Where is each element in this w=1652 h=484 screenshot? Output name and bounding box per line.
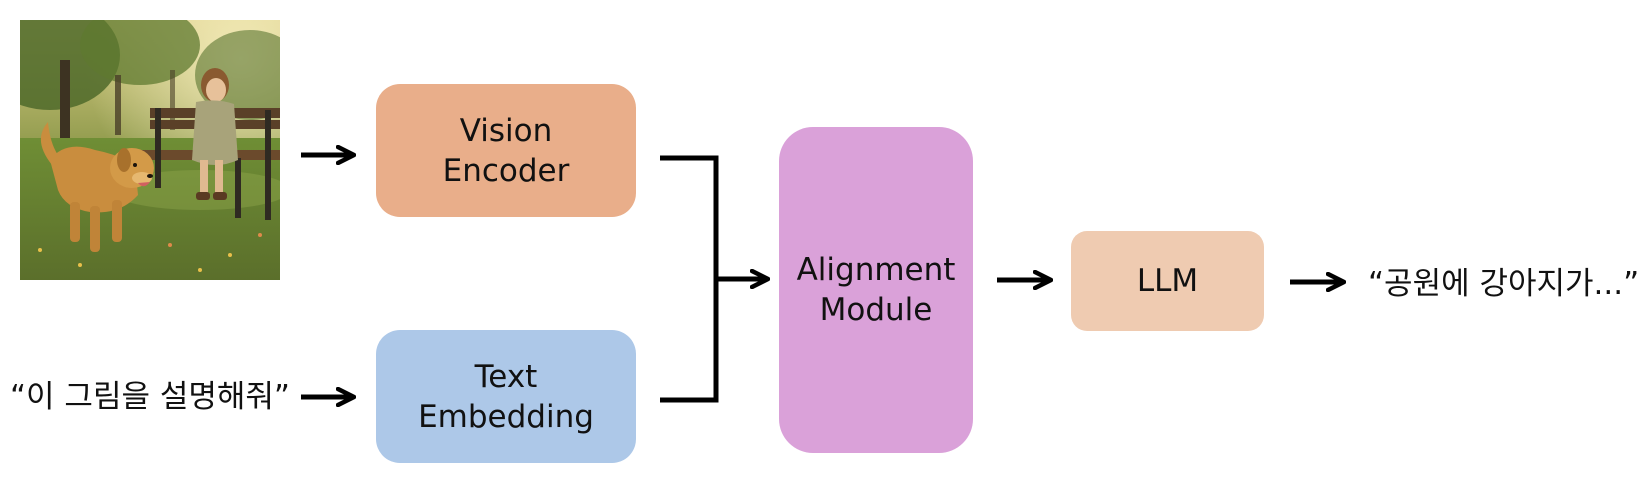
- output-response-text: “공원에 강아지가...”: [1368, 266, 1640, 302]
- merge-bracket: [660, 155, 719, 403]
- alignment-module-box: Alignment Module: [779, 127, 973, 453]
- llm-box: LLM: [1071, 231, 1264, 331]
- park-dog-girl-image: [20, 20, 280, 280]
- vision-encoder-box: Vision Encoder: [376, 84, 636, 217]
- input-prompt-text: “이 그림을 설명해줘”: [10, 379, 290, 415]
- text-embedding-box: Text Embedding: [376, 330, 636, 463]
- input-image: [20, 20, 280, 280]
